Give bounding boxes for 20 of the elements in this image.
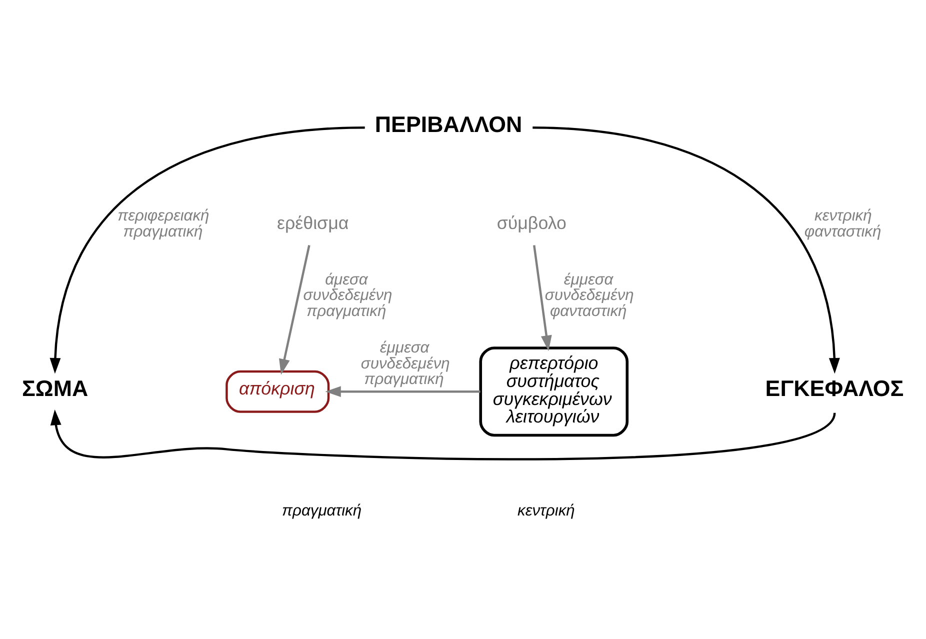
node-text: ΠΕΡΙΒΑΛΛΟΝ <box>374 112 522 137</box>
arrow <box>279 244 310 374</box>
edge-label: περιφερειακή πραγματική <box>118 207 210 240</box>
arrow <box>532 126 840 374</box>
arrow <box>325 386 480 397</box>
node-box: ρεπερτόριο συστήματος συγκεκριμένων λειτουργιών <box>479 346 629 436</box>
edge-label: άμεσα συνδεδεμένη πραγματική <box>303 270 392 320</box>
node-box: απόκριση <box>226 370 330 412</box>
edge-label: έμμεσα συνδεδεμένη πραγματική <box>360 339 450 388</box>
edge-label: έμμεσα συνδεδεμένη φανταστική <box>544 270 634 320</box>
label: κεντρική <box>518 502 575 519</box>
node-text: ΣΩΜΑ <box>22 376 88 401</box>
arrow <box>50 126 365 374</box>
label: πραγματική <box>282 502 362 519</box>
node-text: ερέθισμα <box>277 212 349 233</box>
edge-label: κεντρική φανταστική <box>804 207 882 240</box>
arrow <box>50 408 836 460</box>
node-text: σύμβολο <box>496 212 566 233</box>
arrow <box>533 244 552 351</box>
node-text: ΕΓΚΕΦΑΛΟΣ <box>765 376 904 401</box>
